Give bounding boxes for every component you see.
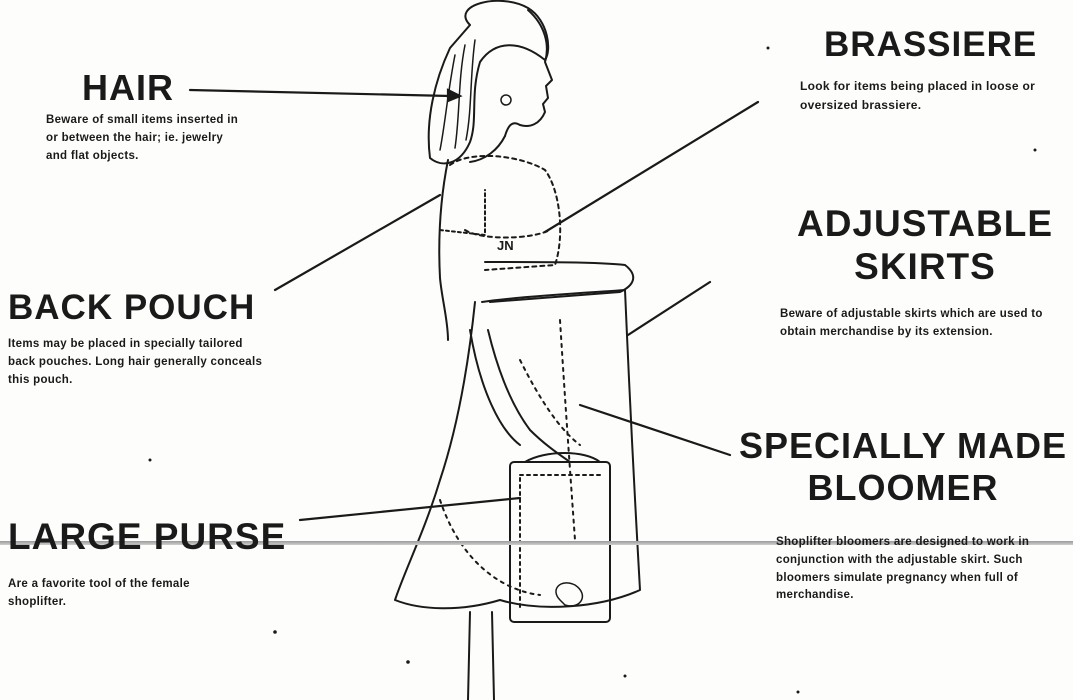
leg-front <box>468 612 470 700</box>
adjustable-skirts-heading-line2: SKIRTS <box>790 248 1060 285</box>
bloomer-heading: SPECIALLY MADE BLOOMER <box>735 428 1071 506</box>
large-purse-heading: LARGE PURSE <box>8 518 286 555</box>
bloomer-description: Shoplifter bloomers are designed to work… <box>776 534 1062 605</box>
adjustable-skirts-description: Beware of adjustable skirts which are us… <box>780 306 1060 342</box>
hair-pointer <box>190 90 450 96</box>
hair-description: Beware of small items inserted in or bet… <box>46 112 246 165</box>
adjustable-skirts-heading: ADJUSTABLE SKIRTS <box>790 205 1060 285</box>
purse-letters-mark: JN <box>497 238 514 253</box>
adjustable-skirts-pointer <box>628 282 710 335</box>
adjustable-skirts-heading-line1: ADJUSTABLE <box>790 205 1060 242</box>
bloomer-heading-line1: SPECIALLY MADE <box>735 428 1071 464</box>
purse-pointer <box>300 498 520 520</box>
leg-back <box>492 612 494 700</box>
back-pouch-heading: BACK POUCH <box>8 290 255 325</box>
hair-heading: HAIR <box>82 70 174 106</box>
earring <box>501 95 511 105</box>
back-outline <box>439 160 448 340</box>
back-pouch-description: Items may be placed in specially tailore… <box>8 336 270 389</box>
bloomer-pointer <box>580 405 730 455</box>
large-purse-description: Are a favorite tool of the female shopli… <box>8 576 238 612</box>
bloomer-heading-line2: BLOOMER <box>735 470 1071 506</box>
hanging-arm <box>488 330 570 462</box>
brassiere-description: Look for items being placed in loose or … <box>800 77 1062 114</box>
brassiere-pointer <box>545 102 758 232</box>
back-pouch-pointer <box>275 195 440 290</box>
brassiere-heading: BRASSIERE <box>824 27 1037 62</box>
forward-arm <box>485 262 633 302</box>
hair-outline <box>429 1 548 164</box>
